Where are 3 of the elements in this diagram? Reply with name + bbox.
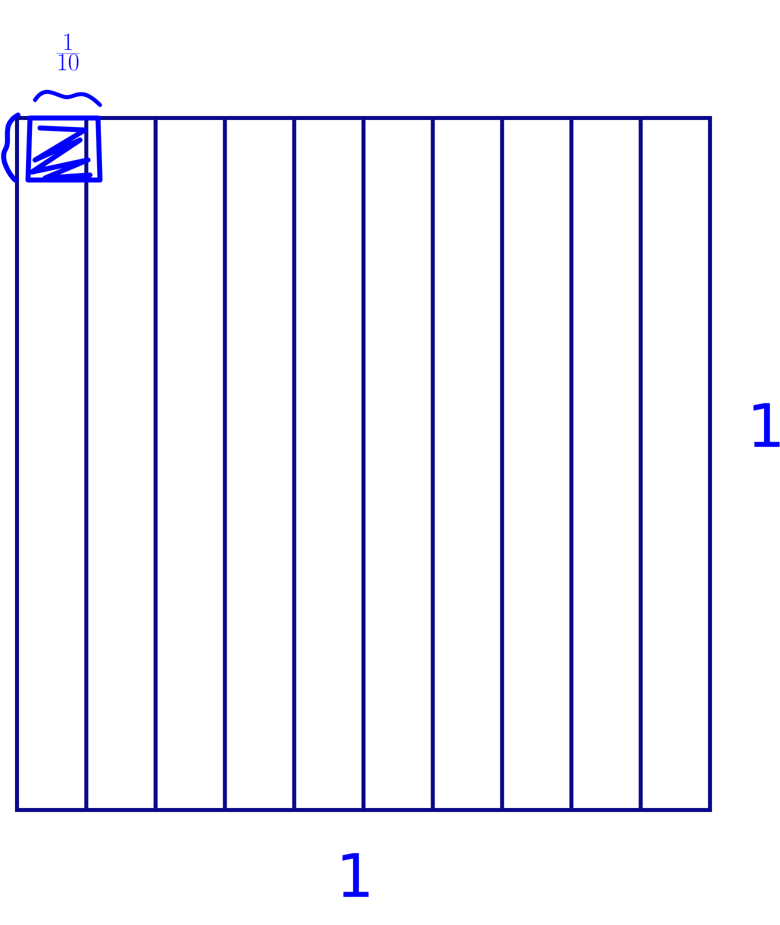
side-length-label: 1	[754, 403, 780, 447]
fraction-label: $\frac{1}{10}$	[56, 33, 80, 71]
side-length-label: 1	[342, 853, 369, 897]
